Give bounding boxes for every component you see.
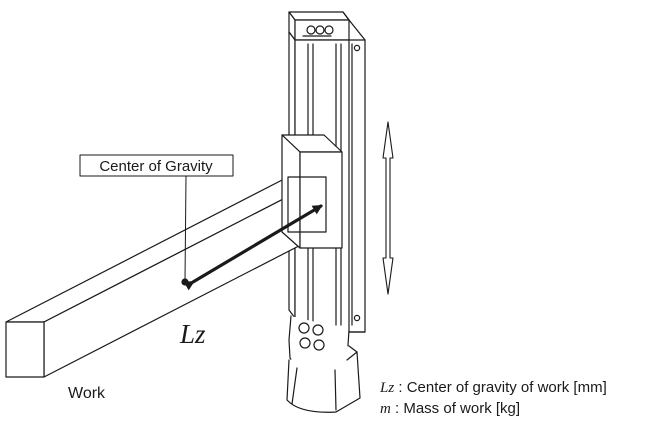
cog-leader-line <box>184 175 187 282</box>
legend-m-desc: : Mass of work [kg] <box>391 400 520 417</box>
motor-housing <box>286 315 361 413</box>
cog-label-box <box>79 154 234 177</box>
lz-label: Lz <box>179 319 206 349</box>
legend-lz-symbol: Lz <box>379 380 394 396</box>
legend: Lz : Center of gravity of work [mm] m : … <box>379 379 607 417</box>
cog-point <box>181 278 189 286</box>
svg-text:m : Mass of work [kg]: m : Mass of work [kg] <box>380 400 520 417</box>
svg-text:Lz : Center of gravity of work: Lz : Center of gravity of work [mm] <box>379 379 607 396</box>
cog-label: Center of Gravity <box>99 158 213 175</box>
legend-lz-desc: : Center of gravity of work [mm] <box>394 379 607 396</box>
work-label: Work <box>68 385 106 402</box>
legend-m-symbol: m <box>380 401 391 417</box>
slider-bracket <box>281 134 343 249</box>
lz-motion-arrow <box>183 204 323 291</box>
work-arm <box>5 176 327 378</box>
vertical-motion-arrow <box>382 121 394 295</box>
